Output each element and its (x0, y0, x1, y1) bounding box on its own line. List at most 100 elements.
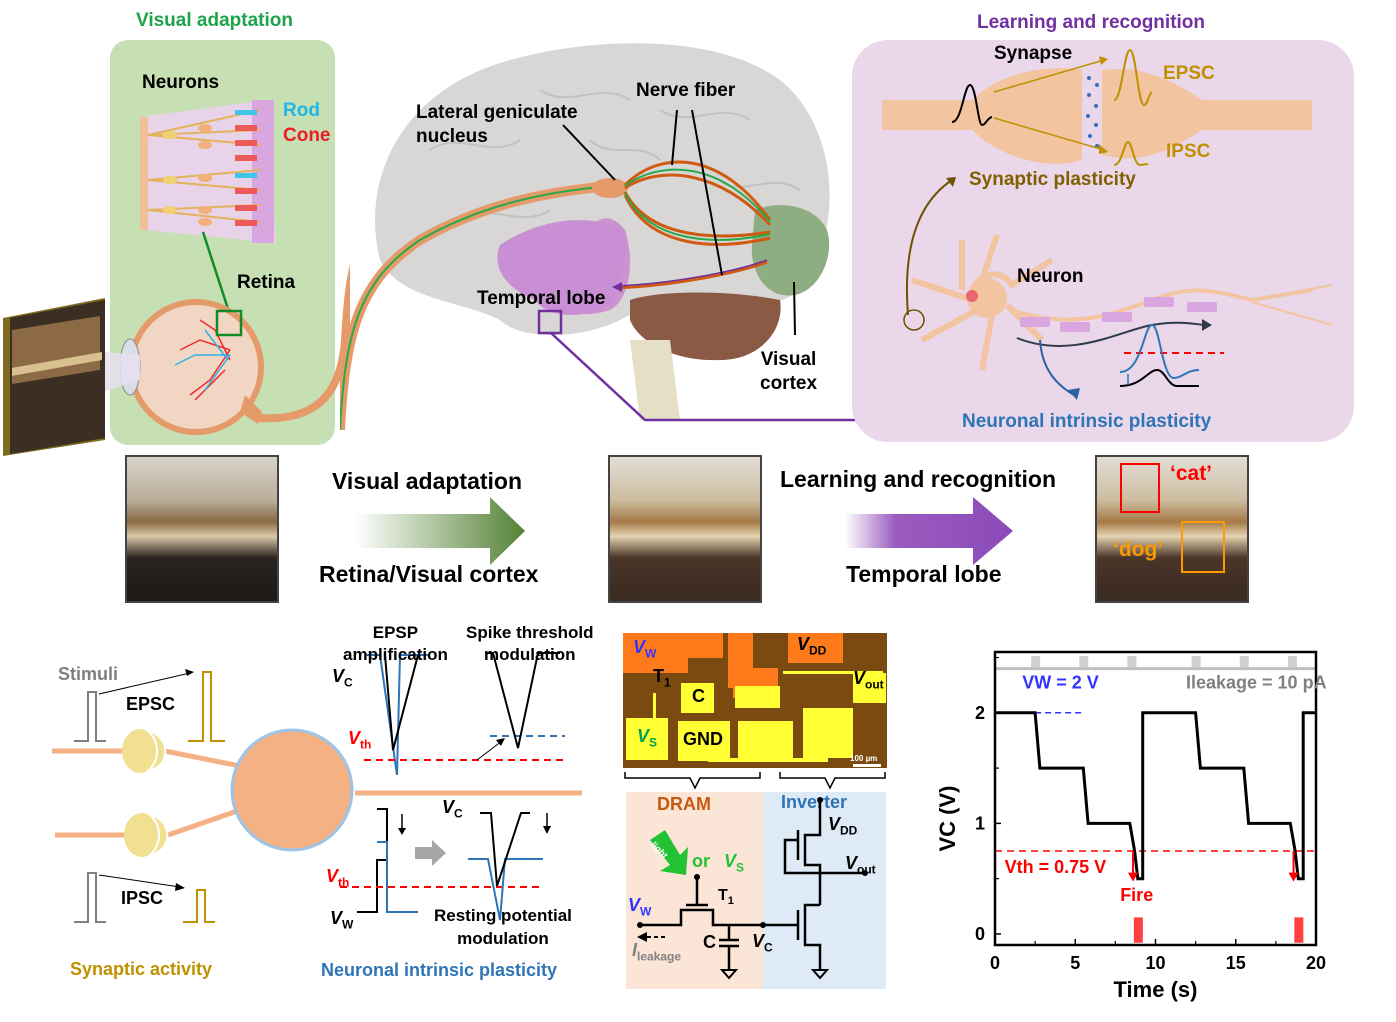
resting-line2: modulation (457, 929, 549, 948)
baseline-potential (1119, 368, 1199, 387)
recognition-pathway (616, 259, 768, 287)
chip-t1-label: T1 (653, 666, 671, 690)
resting-modulated-wave (468, 858, 543, 921)
circuit-vw-sub: W (640, 904, 652, 919)
light-arrow-icon (650, 830, 688, 875)
stimulus-pulse-excitatory (74, 691, 106, 742)
synaptic-plasticity-label: Synaptic plasticity (969, 169, 1136, 190)
x-tick-label: 10 (1145, 953, 1165, 973)
vc-symbol: V (332, 666, 345, 686)
vc-label-resting: VC (442, 797, 463, 821)
vth-subscript: th (338, 875, 350, 890)
intrinsic-plasticity-caption: Neuronal intrinsic plasticity (321, 960, 558, 980)
circuit-vs-symbol: V (724, 851, 737, 871)
circuit-vdd-symbol: V (828, 814, 841, 834)
presynaptic-spike (951, 83, 993, 127)
vw-subscript: W (342, 917, 354, 932)
vth-symbol: V (348, 728, 361, 748)
dram-section-bg (626, 792, 763, 989)
brain-stem (630, 340, 680, 420)
inverter-section-bg (763, 792, 886, 989)
circuit-vout-symbol: V (845, 853, 858, 873)
visual-adaptation-arrow[interactable] (355, 497, 530, 565)
circuit-vs-label: VS (724, 851, 744, 875)
brain-illustration (340, 43, 860, 430)
circuit-ileak-sub: leakage (637, 949, 682, 964)
chip-vout-label: Vout (853, 668, 884, 692)
epsc-label-bottom: EPSC (126, 694, 176, 714)
inhibitory-synapse (124, 813, 169, 857)
epsp-line1: EPSP (372, 623, 419, 642)
plot-frame (993, 650, 1318, 947)
visual-cortex-region (751, 205, 830, 296)
leakage-arrow-icon (637, 932, 647, 942)
inverter-label: Inverter (781, 792, 848, 812)
vth-label-top: Vth (348, 728, 371, 752)
input-pulse (1031, 656, 1041, 669)
circuit-t1-sub: 1 (727, 895, 734, 908)
ipsc-label-top: IPSC (1166, 141, 1211, 162)
soma (230, 728, 354, 852)
synaptic-link-arrow (906, 179, 953, 316)
vc-subscript: C (344, 675, 353, 690)
temporal-lobe-fill (497, 220, 627, 315)
y-tick-label: 2 (975, 703, 985, 723)
ipsc-pulse (183, 889, 215, 923)
y-tick-label: 0 (975, 924, 985, 944)
arrow2-bottom-label: Temporal lobe (846, 561, 1002, 587)
ipsc-waveform (1113, 140, 1149, 167)
dram-label: DRAM (657, 794, 711, 814)
scale-bar-label: 100 µm (850, 754, 878, 763)
chip-t1-sub: 1 (664, 675, 671, 690)
vth-symbol: V (326, 866, 339, 886)
arrow1-bottom-label: Retina/Visual cortex (319, 561, 539, 587)
synaptic-activity-diagram (52, 652, 582, 923)
epsc-pulse (188, 671, 225, 742)
resting-original-wave (480, 812, 530, 887)
vw-symbol: V (330, 908, 343, 928)
postsynaptic-terminal (1102, 69, 1312, 159)
circuit-vs-sub: S (736, 860, 745, 875)
fire-annotation: Fire (1120, 885, 1153, 905)
ground-icon (719, 969, 739, 980)
input-pulse (1191, 656, 1201, 669)
stimulus-pulse-inhibitory (74, 872, 106, 923)
spike-threshold-wave (485, 652, 560, 749)
dog-tag: ‘dog’ (1113, 538, 1164, 561)
synapse-neuron-illustration (882, 48, 1333, 400)
ileakage-annotation: Ileakage = 10 pA (1186, 672, 1327, 692)
chip-vw-symbol: V (633, 637, 646, 657)
visual-cortex-label: Visual cortex (760, 348, 817, 396)
chip-vout-sub: out (865, 677, 884, 692)
cone-label: Cone (283, 125, 331, 146)
visual-adaptation-title: Visual adaptation (136, 10, 293, 31)
cat-tag: ‘cat’ (1170, 462, 1213, 485)
epsc-waveform (1113, 48, 1153, 107)
vc-subscript: C (454, 806, 463, 821)
chip-vw-label: VW (633, 637, 656, 661)
neuron-illustration (903, 234, 1333, 371)
scale-bar (853, 764, 881, 767)
vth-annotation: Vth = 0.75 V (1005, 857, 1107, 877)
circuit-vdd-sub: DD (840, 823, 858, 838)
learning-arrow[interactable] (845, 497, 1020, 565)
chip-vdd-symbol: V (797, 634, 810, 654)
fire-spike (1294, 917, 1304, 943)
vc-symbol: V (442, 797, 455, 817)
circuit-vw-symbol: V (628, 895, 641, 915)
retina-label: Retina (237, 272, 296, 293)
neurotransmitters (1086, 76, 1099, 148)
epsp-original-wave (384, 654, 419, 751)
circuit-vc-symbol: V (752, 931, 765, 951)
presynaptic-terminal (882, 68, 1082, 164)
input-pulse (1287, 656, 1297, 669)
spike-threshold-label: Spike threshold modulation (466, 622, 594, 666)
neurons-label: Neurons (142, 72, 220, 93)
input-pulse (1079, 656, 1089, 669)
chip-c-label: C (692, 686, 705, 706)
retina-illustration (3, 100, 350, 456)
temporal-lobe-highlight-box (537, 309, 563, 335)
cat-bounding-box (1120, 463, 1160, 513)
lgn-label: Lateral geniculate nucleus (416, 101, 578, 149)
excitatory-synapse (122, 729, 167, 773)
